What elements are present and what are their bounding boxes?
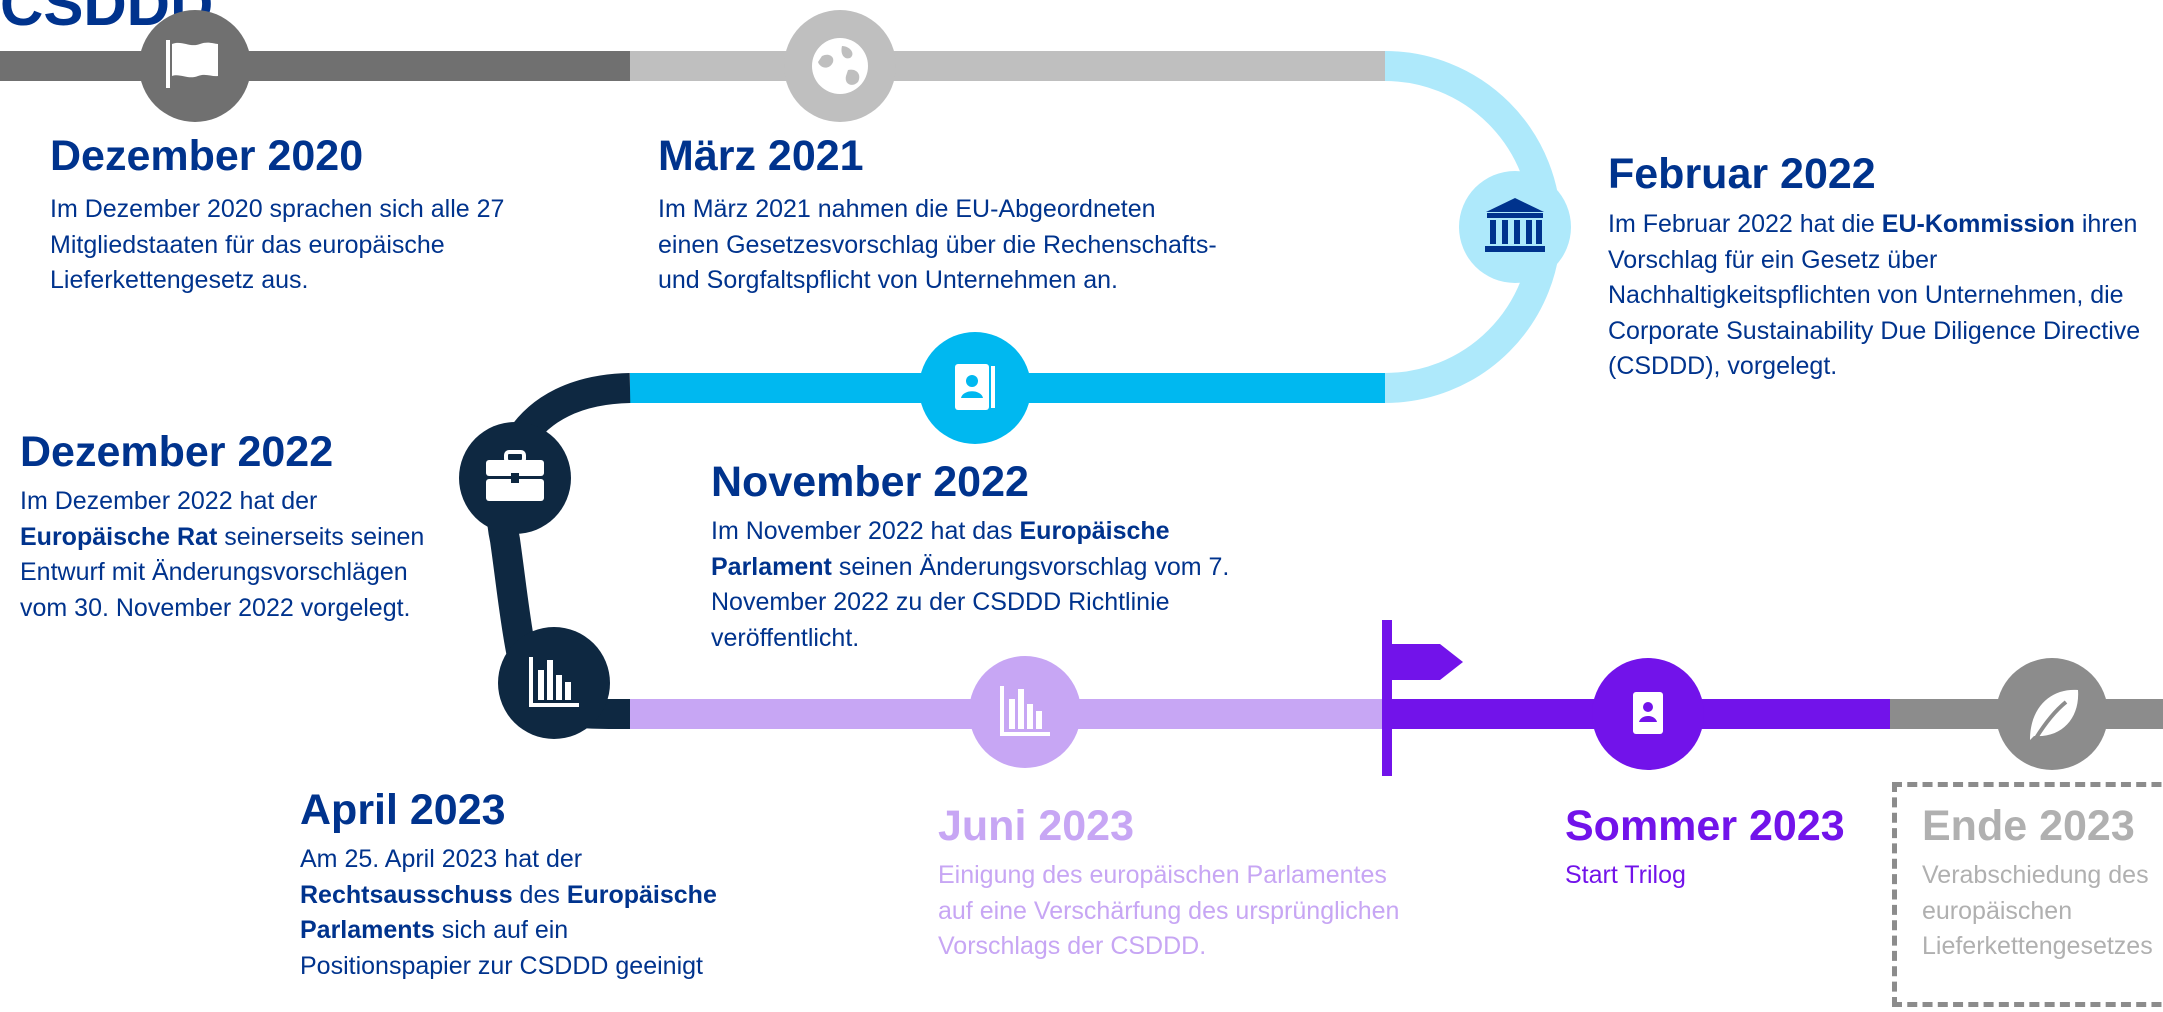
milestone-date: Februar 2022 bbox=[1608, 150, 1876, 198]
milestone-node-dez-2022 bbox=[459, 422, 571, 534]
milestone-description: Am 25. April 2023 hat der Rechtsausschus… bbox=[300, 845, 717, 980]
milestone-node-apr-2023 bbox=[498, 627, 610, 739]
milestone-date: März 2021 bbox=[658, 132, 864, 180]
milestone-date: Dezember 2022 bbox=[20, 428, 334, 476]
milestone-date: Dezember 2020 bbox=[50, 132, 364, 180]
leaf-icon bbox=[2030, 689, 2079, 740]
institution-icon bbox=[1485, 198, 1545, 252]
milestone-description: Im Dezember 2020 sprachen sich alle 27 M… bbox=[50, 195, 505, 294]
milestone-node-nov-2022 bbox=[919, 332, 1031, 444]
milestone-description: Start Trilog bbox=[1565, 861, 1686, 889]
milestone-date: Juni 2023 bbox=[938, 802, 1134, 850]
milestone-date: Ende 2023 bbox=[1922, 802, 2135, 850]
milestone-date: April 2023 bbox=[300, 786, 506, 834]
globe-icon bbox=[812, 38, 868, 94]
bar-chart-icon bbox=[529, 657, 579, 707]
bar-chart-icon bbox=[1000, 686, 1050, 736]
pennant-flag-icon bbox=[1382, 620, 1463, 776]
milestone-date: November 2022 bbox=[711, 458, 1029, 506]
milestone-description: Im März 2021 nahmen die EU-Abgeordneten … bbox=[658, 195, 1217, 294]
milestone-node-maerz-2021 bbox=[784, 10, 896, 122]
milestone-description: Im Dezember 2022 hat der Europäische Rat… bbox=[20, 487, 425, 622]
milestone-node-feb-2022 bbox=[1459, 171, 1571, 283]
briefcase-icon bbox=[486, 450, 544, 501]
milestone-date: Sommer 2023 bbox=[1565, 802, 1845, 850]
future-milestone-box bbox=[1892, 782, 2163, 1007]
contact-card-icon bbox=[1633, 692, 1663, 734]
milestone-description: Im Februar 2022 hat die EU-Kommission ih… bbox=[1608, 210, 2141, 380]
milestone-node-dez-2020 bbox=[139, 10, 251, 122]
contact-book-icon bbox=[955, 364, 995, 410]
milestone-node-sommer-2023 bbox=[1592, 658, 1704, 770]
milestone-description: Einigung des europäischen Parlamentes au… bbox=[938, 861, 1400, 960]
flag-icon bbox=[166, 40, 218, 88]
milestone-node-jun-2023 bbox=[969, 656, 1081, 768]
milestone-description: Im November 2022 hat das Europäische Par… bbox=[711, 517, 1230, 652]
milestone-description: Verabschiedung des europäischen Lieferke… bbox=[1922, 861, 2153, 960]
milestone-node-ende-2023 bbox=[1996, 658, 2108, 770]
